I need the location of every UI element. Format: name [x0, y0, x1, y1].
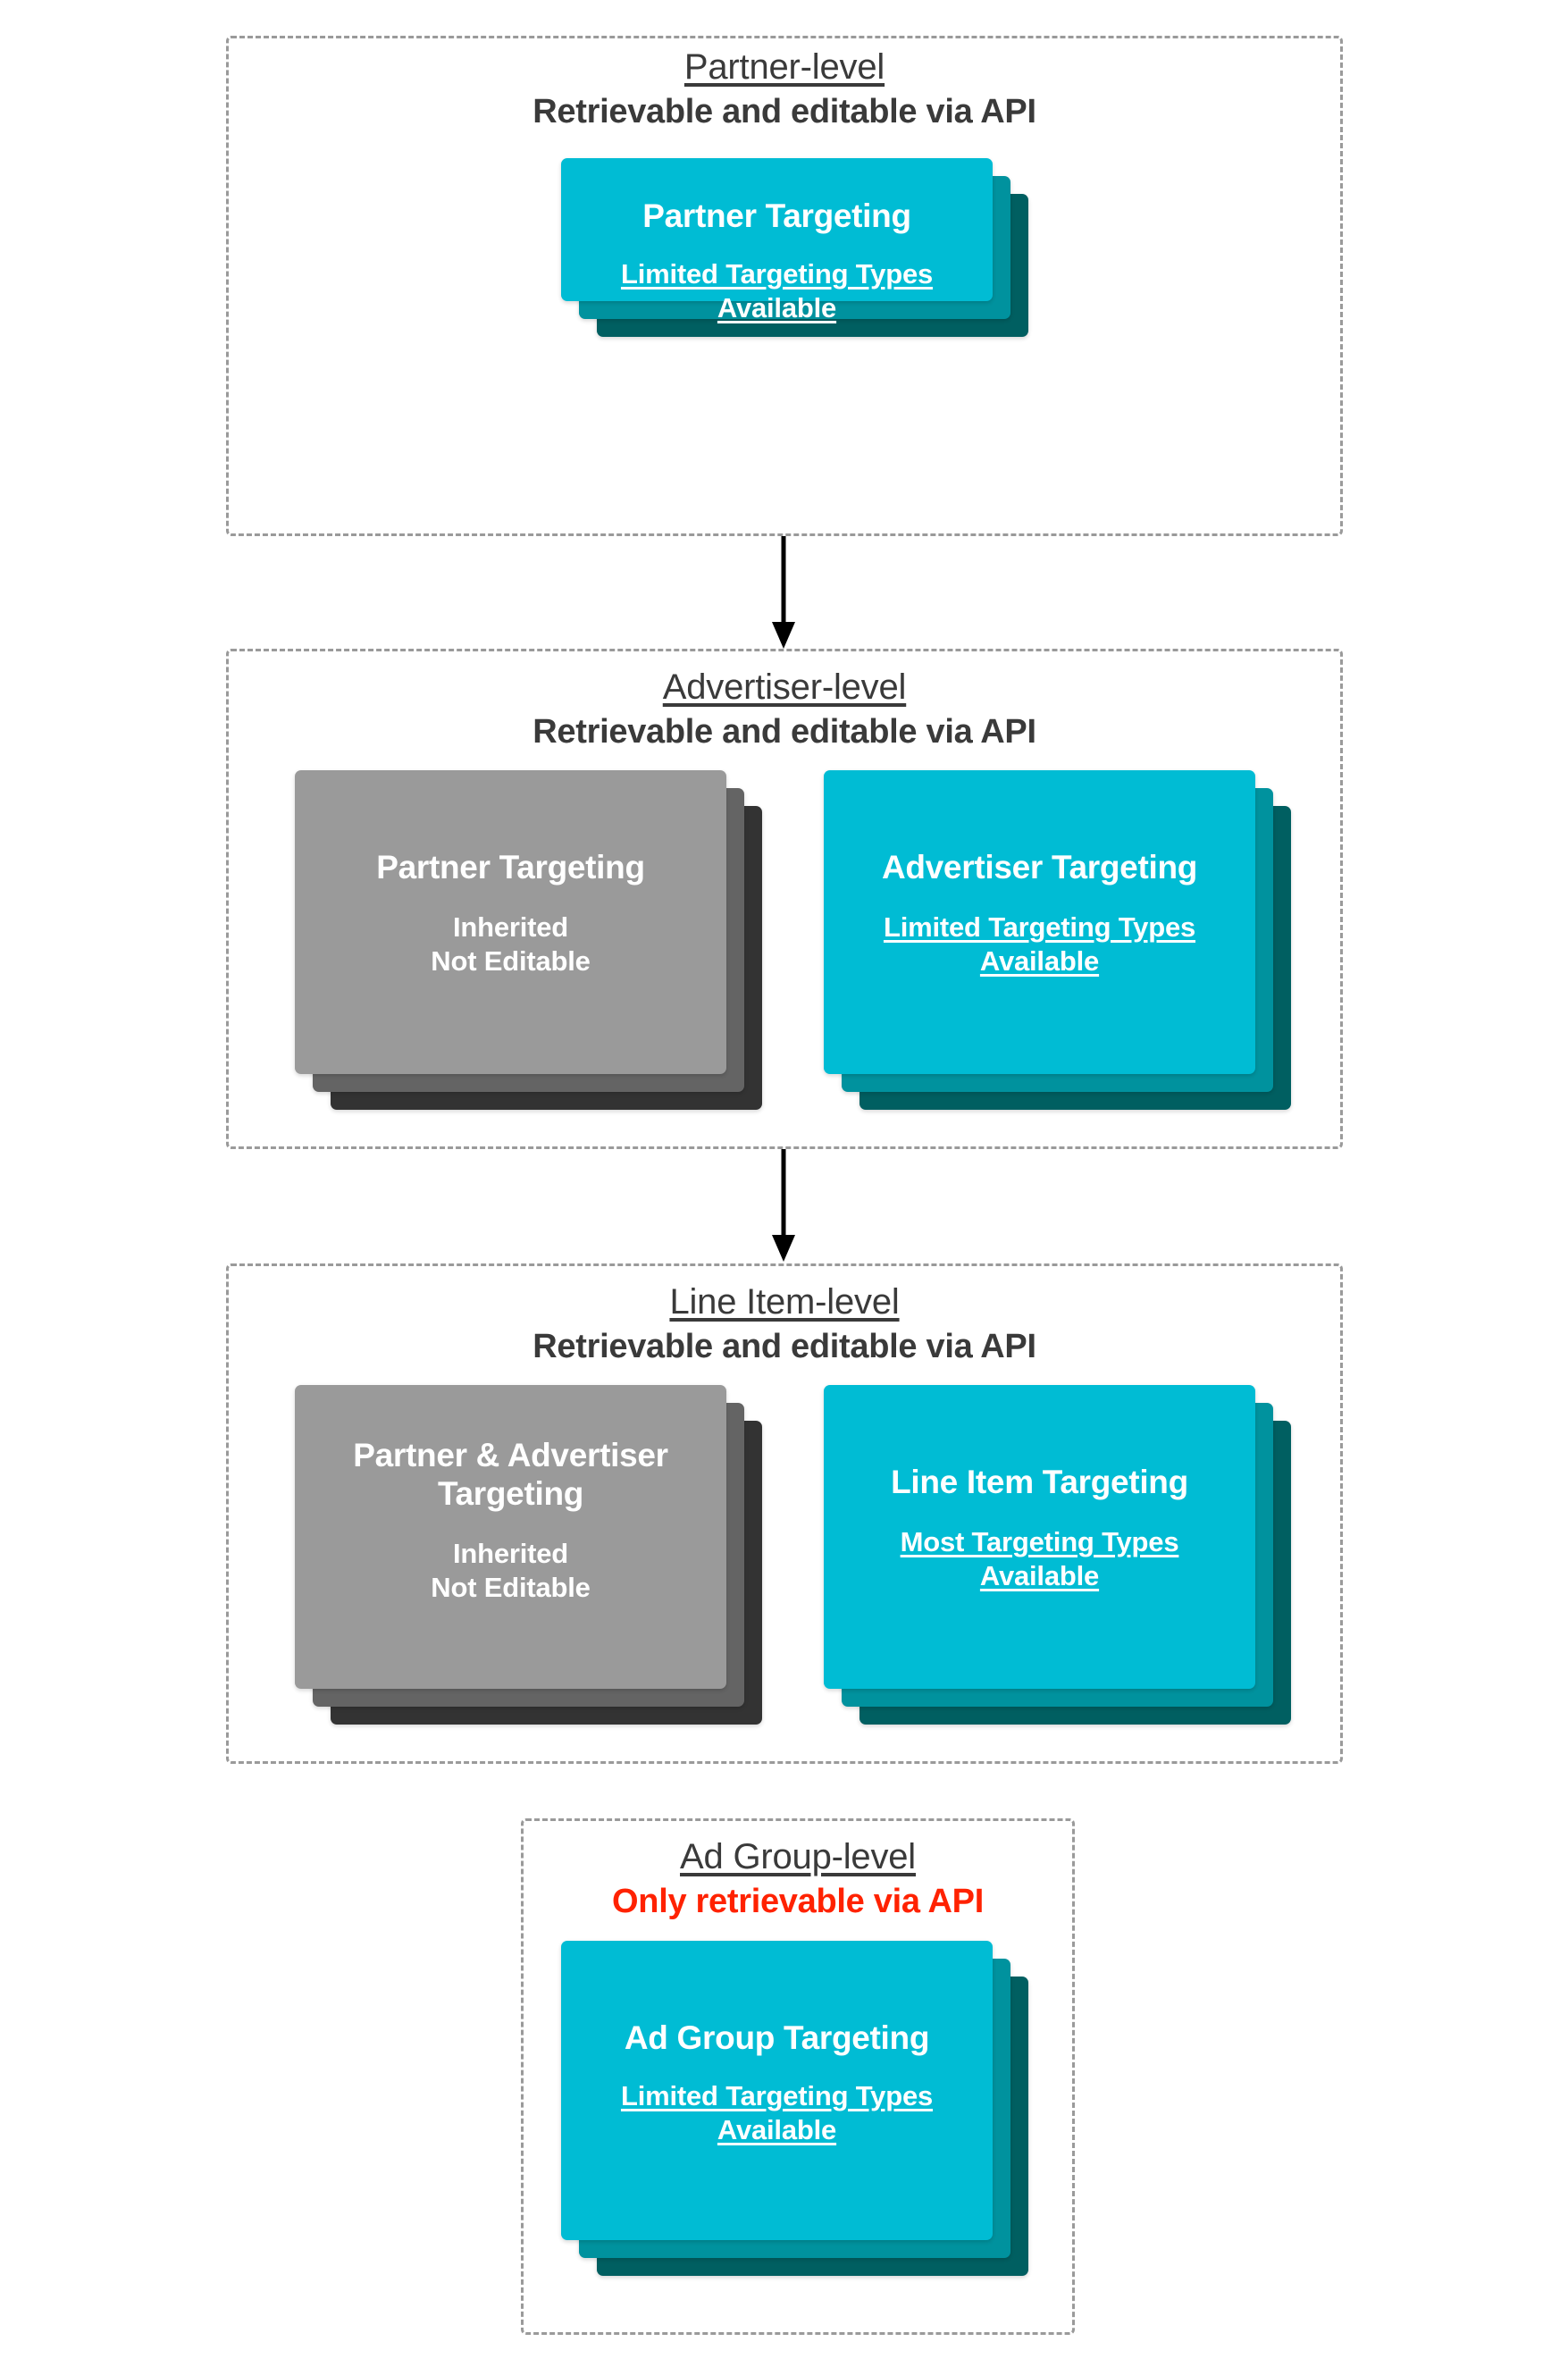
card-layer-front: Advertiser Targeting Limited Targeting T…	[824, 770, 1255, 1074]
card-stack-ad-group-targeting: Ad Group Targeting Limited Targeting Typ…	[561, 1941, 1028, 2276]
card-stack-line-item-targeting: Line Item Targeting Most Targeting Types…	[824, 1385, 1291, 1725]
card-title-ad-group-targeting: Ad Group Targeting	[624, 2019, 930, 2056]
arrow-partner-to-advertiser	[772, 536, 795, 651]
card-subtitle-line-item-targeting: Most Targeting Types Available	[900, 1525, 1179, 1591]
level-box-partner	[226, 36, 1343, 536]
card-layer-front: Line Item Targeting Most Targeting Types…	[824, 1385, 1255, 1689]
card-layer-front: Partner Targeting Inherited Not Editable	[295, 770, 726, 1074]
card-stack-advertiser-inherited: Partner Targeting Inherited Not Editable	[295, 770, 762, 1110]
arrow-advertiser-to-line-item	[772, 1149, 795, 1263]
card-stack-advertiser-targeting: Advertiser Targeting Limited Targeting T…	[824, 770, 1291, 1110]
card-title-partner-targeting: Partner Targeting	[642, 197, 911, 234]
card-subtitle-ad-group-targeting: Limited Targeting Types Available	[620, 2079, 934, 2145]
card-title-partner-advertiser-targeting-inherited: Partner & Advertiser Targeting	[353, 1437, 668, 1512]
card-subtitle-partner-advertiser-targeting-inherited: Inherited Not Editable	[431, 1537, 591, 1603]
card-title-partner-targeting-inherited: Partner Targeting	[376, 849, 645, 886]
card-layer-front: Ad Group Targeting Limited Targeting Typ…	[561, 1941, 993, 2240]
level-box-advertiser	[226, 649, 1343, 1149]
card-stack-line-item-inherited: Partner & Advertiser Targeting Inherited…	[295, 1385, 762, 1725]
card-layer-front: Partner Targeting Limited Targeting Type…	[561, 158, 993, 323]
card-subtitle-partner-targeting: Limited Targeting Types Available	[620, 257, 934, 323]
card-subtitle-advertiser-targeting: Limited Targeting Types Available	[883, 911, 1196, 977]
card-layer-front: Partner & Advertiser Targeting Inherited…	[295, 1385, 726, 1689]
level-box-line-item	[226, 1263, 1343, 1764]
card-stack-partner-targeting: Partner Targeting Limited Targeting Type…	[561, 158, 1028, 337]
card-title-advertiser-targeting: Advertiser Targeting	[881, 849, 1198, 886]
card-subtitle-partner-targeting-inherited: Inherited Not Editable	[431, 911, 591, 977]
level-box-ad-group	[521, 1818, 1075, 2335]
card-title-line-item-targeting: Line Item Targeting	[891, 1464, 1188, 1500]
